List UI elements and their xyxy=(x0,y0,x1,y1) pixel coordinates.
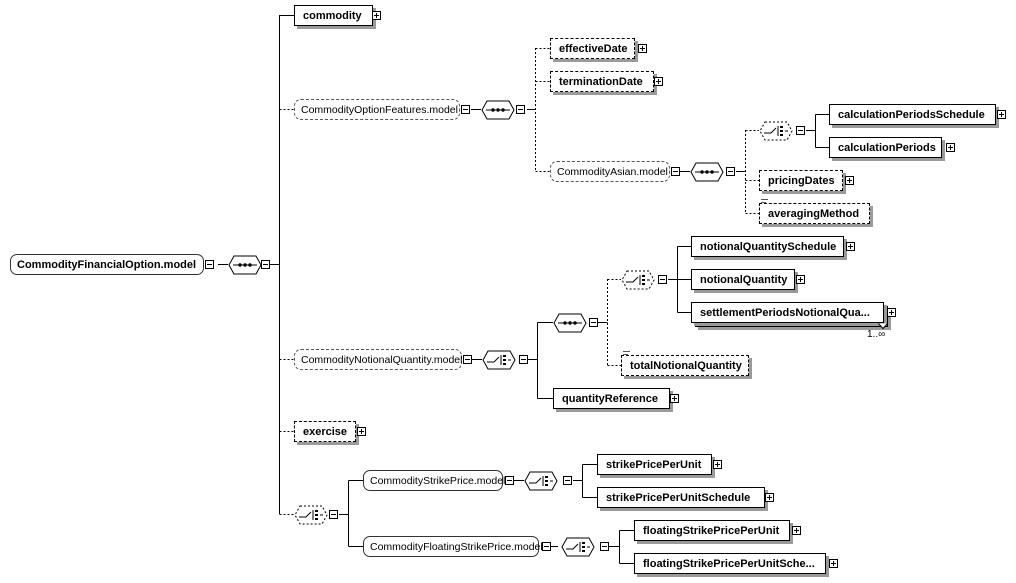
expand-icon[interactable] xyxy=(638,44,647,53)
expand-icon[interactable] xyxy=(792,526,801,535)
element-commodity[interactable]: commodity xyxy=(294,5,373,26)
sequence-icon xyxy=(228,255,262,275)
element-label: commodity xyxy=(303,9,362,22)
root-collapse-icon[interactable] xyxy=(205,260,214,269)
collapse-icon[interactable] xyxy=(589,318,598,327)
element-label: calculationPeriods xyxy=(838,141,936,154)
sequence-collapse-icon[interactable] xyxy=(261,260,270,269)
expand-icon[interactable] xyxy=(845,176,854,185)
collapse-icon[interactable] xyxy=(516,105,525,114)
group-strike-price[interactable]: CommodityStrikePrice.model xyxy=(363,470,506,491)
element-label: floatingStrikePricePerUnitSche... xyxy=(643,557,815,570)
choice-icon xyxy=(561,537,595,557)
group-notional-quantity[interactable]: CommodityNotionalQuantity.model xyxy=(294,349,462,370)
element-averaging-method[interactable]: averagingMethod xyxy=(759,203,870,224)
element-pricing-dates[interactable]: pricingDates xyxy=(759,170,843,191)
element-label: averagingMethod xyxy=(768,207,860,220)
element-label: exercise xyxy=(303,425,348,438)
element-settlement-periods-notional-quantity[interactable]: settlementPeriodsNotionalQua... xyxy=(691,302,884,323)
sequence-icon xyxy=(481,100,515,120)
element-label: quantityReference xyxy=(562,392,658,405)
group-label: CommodityNotionalQuantity.model xyxy=(301,353,463,366)
element-floating-strike-price-per-unit[interactable]: floatingStrikePricePerUnit xyxy=(634,520,790,541)
chevron-down-icon xyxy=(878,323,888,330)
expand-icon[interactable] xyxy=(372,11,381,20)
collapse-icon[interactable] xyxy=(796,126,805,135)
cardinality-label: 1..∞ xyxy=(867,329,886,340)
collapse-icon[interactable] xyxy=(563,476,572,485)
element-label: totalNotionalQuantity xyxy=(630,359,742,372)
sequence-icon xyxy=(553,313,587,333)
expand-icon[interactable] xyxy=(846,242,855,251)
element-termination-date[interactable]: terminationDate xyxy=(550,71,654,92)
choice-icon xyxy=(482,350,516,370)
choice-icon xyxy=(759,121,793,141)
group-floating-strike-price[interactable]: CommodityFloatingStrikePrice.model xyxy=(363,536,543,557)
element-floating-strike-price-per-unit-schedule[interactable]: floatingStrikePricePerUnitSche... xyxy=(634,553,826,574)
element-label: floatingStrikePricePerUnit xyxy=(643,524,780,537)
element-label: terminationDate xyxy=(559,75,643,88)
element-calculation-periods-schedule[interactable]: calculationPeriodsSchedule xyxy=(829,104,996,125)
sequence-icon xyxy=(690,162,724,182)
expand-icon[interactable] xyxy=(796,275,805,284)
root-model-label: CommodityFinancialOption.model xyxy=(17,258,197,271)
element-total-notional-quantity[interactable]: totalNotionalQuantity xyxy=(621,355,749,376)
collapse-icon[interactable] xyxy=(658,275,667,284)
expand-icon[interactable] xyxy=(654,77,663,86)
element-label: notionalQuantity xyxy=(700,273,788,286)
expand-icon[interactable] xyxy=(357,427,366,436)
element-notional-quantity-schedule[interactable]: notionalQuantitySchedule xyxy=(691,236,844,257)
collapse-icon[interactable] xyxy=(505,476,514,485)
element-exercise[interactable]: exercise xyxy=(294,421,356,442)
element-label: strikePricePerUnit xyxy=(606,458,702,471)
group-label: CommodityStrikePrice.model xyxy=(370,474,506,487)
expand-icon[interactable] xyxy=(670,394,679,403)
collapse-icon[interactable] xyxy=(542,542,551,551)
simple-type-icon xyxy=(623,351,630,357)
element-strike-price-per-unit[interactable]: strikePricePerUnit xyxy=(597,454,712,475)
group-option-features[interactable]: CommodityOptionFeatures.model xyxy=(294,99,460,120)
element-quantity-reference[interactable]: quantityReference xyxy=(553,388,670,409)
expand-icon[interactable] xyxy=(713,460,722,469)
expand-icon[interactable] xyxy=(997,110,1006,119)
collapse-icon[interactable] xyxy=(726,167,735,176)
element-strike-price-per-unit-schedule[interactable]: strikePricePerUnitSchedule xyxy=(597,487,765,508)
collapse-icon[interactable] xyxy=(671,167,680,176)
collapse-icon[interactable] xyxy=(463,355,472,364)
group-label: CommodityOptionFeatures.model xyxy=(301,103,458,116)
simple-type-icon xyxy=(761,199,768,205)
root-model-box[interactable]: CommodityFinancialOption.model xyxy=(10,254,204,275)
element-calculation-periods[interactable]: calculationPeriods xyxy=(829,137,942,158)
element-label: effectiveDate xyxy=(559,42,628,55)
element-label: pricingDates xyxy=(768,174,835,187)
element-effective-date[interactable]: effectiveDate xyxy=(550,38,635,59)
element-label: strikePricePerUnitSchedule xyxy=(606,491,751,504)
expand-icon[interactable] xyxy=(765,493,774,502)
collapse-icon[interactable] xyxy=(519,355,528,364)
group-label: CommodityAsian.model xyxy=(557,165,668,178)
element-label: settlementPeriodsNotionalQua... xyxy=(700,306,870,319)
collapse-icon[interactable] xyxy=(461,105,470,114)
element-notional-quantity[interactable]: notionalQuantity xyxy=(691,269,795,290)
collapse-icon[interactable] xyxy=(600,542,609,551)
group-asian[interactable]: CommodityAsian.model xyxy=(550,161,670,182)
element-label: notionalQuantitySchedule xyxy=(700,240,837,253)
element-label: calculationPeriodsSchedule xyxy=(838,108,985,121)
choice-icon xyxy=(524,471,558,491)
group-label: CommodityFloatingStrikePrice.model xyxy=(370,540,543,553)
expand-icon[interactable] xyxy=(946,143,955,152)
choice-icon xyxy=(294,505,328,525)
collapse-icon[interactable] xyxy=(329,510,338,519)
choice-icon xyxy=(621,270,655,290)
expand-icon[interactable] xyxy=(887,308,896,317)
expand-icon[interactable] xyxy=(829,559,838,568)
